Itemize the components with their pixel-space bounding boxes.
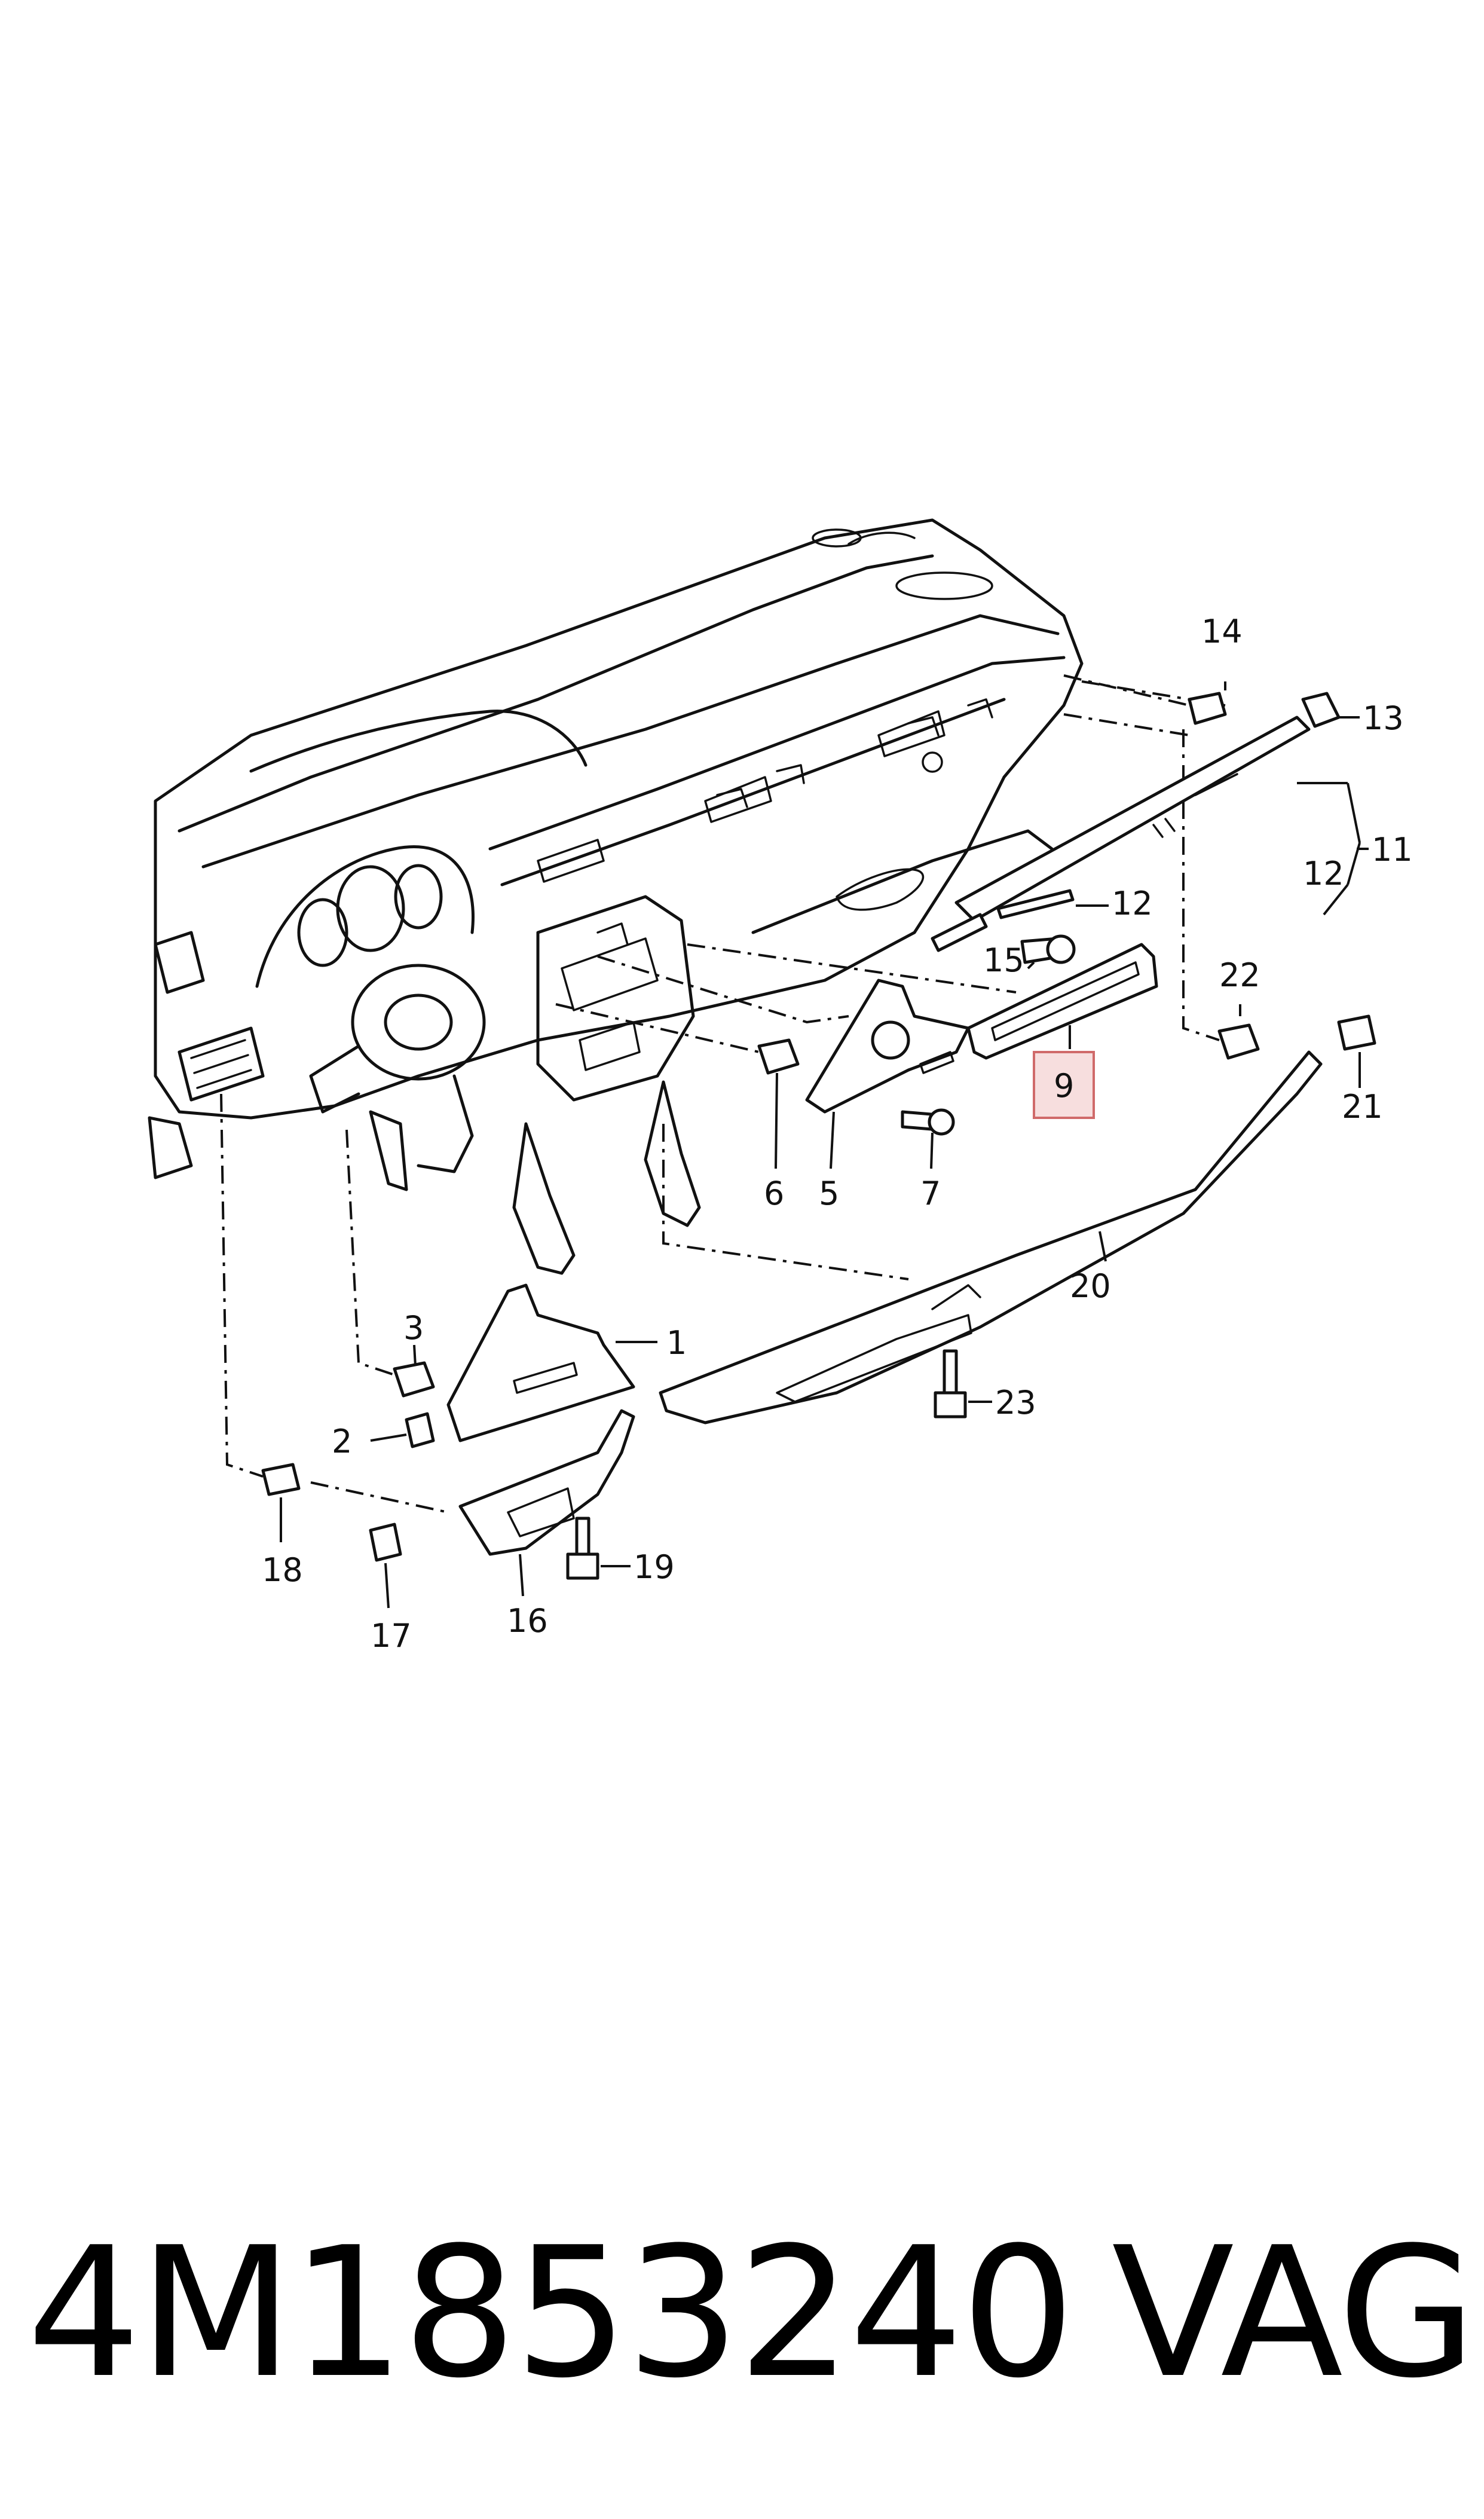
callout-12-right: 12	[1303, 855, 1344, 892]
center-trim-5	[805, 979, 970, 1114]
bolt-19	[566, 1517, 599, 1580]
callout-22: 22	[1219, 956, 1260, 994]
callout-2: 2	[332, 1423, 352, 1460]
highlight-box-9	[1033, 1051, 1095, 1119]
callout-11: 11	[1372, 831, 1413, 869]
callout-9: 9	[1054, 1067, 1074, 1105]
callout-14: 14	[1201, 613, 1243, 650]
parts	[261, 692, 1376, 1580]
callout-16: 16	[507, 1602, 548, 1640]
callout-6: 6	[764, 1175, 784, 1212]
clip-13	[1301, 692, 1341, 728]
trim-strip-upper	[954, 716, 1311, 922]
leader-lines	[280, 681, 1369, 1609]
clip-3	[393, 1361, 435, 1398]
trim-bar-small	[931, 889, 1075, 952]
clip-22	[1217, 1023, 1260, 1060]
callout-17: 17	[371, 1617, 412, 1655]
callout-12-left: 12	[1112, 885, 1153, 922]
callout-23: 23	[995, 1384, 1036, 1421]
bolt-23	[934, 1349, 967, 1419]
callout-19: 19	[634, 1548, 675, 1586]
bolt-7	[901, 1108, 955, 1136]
clip-14	[1188, 692, 1227, 725]
knee-trim-1	[446, 1283, 635, 1442]
clip-6	[757, 1038, 800, 1075]
callout-20: 20	[1070, 1267, 1111, 1305]
vent-trim-9	[966, 943, 1158, 1060]
brand-name: VAG	[1112, 2209, 1476, 2417]
callout-13: 13	[1363, 699, 1404, 737]
clip-17	[369, 1523, 402, 1562]
part-number: 4M1853240	[27, 2209, 1075, 2417]
dashboard-illustration	[148, 518, 1084, 1275]
trim-lower-20	[659, 1050, 1323, 1424]
callout-5: 5	[819, 1175, 839, 1212]
callout-labels: 1 2 3 5 6 7 9 11 12 12 13 14 15 16 17 18…	[262, 613, 1413, 1655]
callout-7: 7	[920, 1175, 941, 1212]
lower-trim-16	[458, 1409, 635, 1556]
callout-21: 21	[1342, 1088, 1383, 1126]
clip-18	[261, 1463, 301, 1496]
callout-15: 15	[983, 941, 1024, 979]
bolt-15	[1020, 934, 1076, 964]
callout-3: 3	[403, 1309, 424, 1347]
clip-21	[1337, 1014, 1376, 1051]
clip-2	[405, 1412, 435, 1448]
callout-1: 1	[666, 1324, 687, 1362]
callout-18: 18	[262, 1551, 303, 1589]
